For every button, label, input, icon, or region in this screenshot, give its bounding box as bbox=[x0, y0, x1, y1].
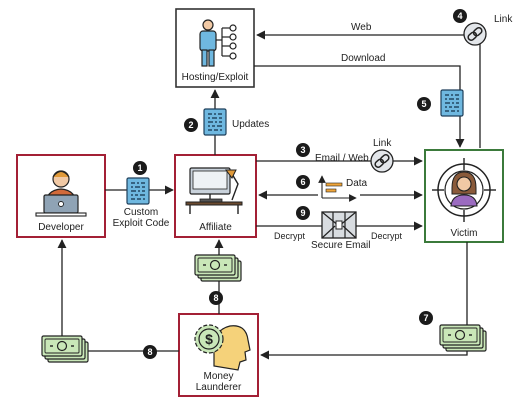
target-person-icon bbox=[432, 158, 496, 222]
cash-stack-icon bbox=[41, 335, 89, 363]
step-badge-2: 2 bbox=[184, 118, 198, 132]
edge-launderer-developer bbox=[57, 239, 179, 352]
step-badge-1: 1 bbox=[133, 161, 147, 175]
edge-label-download: Download bbox=[341, 53, 386, 64]
step-badge-4: 4 bbox=[453, 9, 467, 23]
edge-label-secure-email: Secure Email bbox=[311, 240, 371, 251]
svg-text:$: $ bbox=[205, 331, 213, 347]
edge-label-web: Web bbox=[351, 22, 372, 33]
edge-label-link-mid: Link bbox=[373, 138, 392, 149]
victim-node-label: Victim bbox=[450, 228, 478, 239]
cash-stack-icon bbox=[194, 254, 242, 282]
edge-label-decrypt-right: Decrypt bbox=[371, 231, 403, 241]
binary-document-icon bbox=[440, 89, 464, 117]
affiliate-node-label: Affiliate bbox=[199, 222, 232, 233]
step-badge-8-affiliate: 8 bbox=[209, 291, 223, 305]
edge-label-updates: Updates bbox=[232, 119, 270, 130]
step-badge-7: 7 bbox=[419, 311, 433, 325]
chain-link-icon bbox=[370, 149, 394, 173]
cash-stack-icon bbox=[439, 324, 487, 352]
launderer-node-label: Money Launderer bbox=[195, 371, 242, 393]
workstation-lamp-icon bbox=[185, 167, 243, 214]
edge-label-link-top: Link bbox=[494, 14, 513, 25]
developer-laptop-icon bbox=[35, 170, 87, 217]
edge-label-custom-code: Custom Exploit Code bbox=[112, 207, 170, 229]
step-badge-3: 3 bbox=[296, 143, 310, 157]
developer-node-label: Developer bbox=[38, 222, 84, 233]
hosting-node-label: Hosting/Exploit bbox=[181, 72, 249, 83]
step-badge-6: 6 bbox=[296, 175, 310, 189]
dollar-gear-head-icon: $ bbox=[194, 324, 251, 371]
chain-link-icon bbox=[463, 22, 487, 46]
edge-label-decrypt-left: Decrypt bbox=[274, 231, 306, 241]
binary-document-icon bbox=[203, 108, 227, 136]
edge-label-email-web: Email / Web bbox=[315, 153, 369, 164]
edge-label-data: Data bbox=[346, 178, 368, 189]
chart-data-icon bbox=[318, 175, 360, 202]
step-badge-9: 9 bbox=[296, 206, 310, 220]
edge-hosting-victim-download bbox=[254, 65, 465, 148]
step-badge-8-developer: 8 bbox=[143, 345, 157, 359]
binary-document-icon bbox=[126, 177, 150, 205]
step-badge-5: 5 bbox=[417, 97, 431, 111]
edge-victim-launderer bbox=[260, 242, 468, 360]
sealed-envelope-icon bbox=[321, 211, 357, 239]
server-person-icon bbox=[199, 19, 237, 67]
